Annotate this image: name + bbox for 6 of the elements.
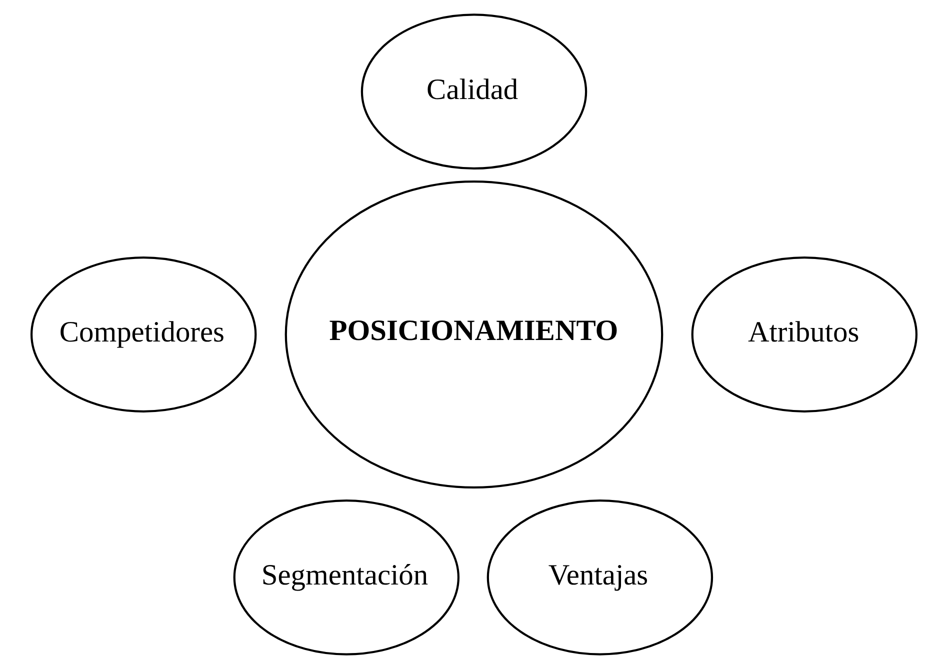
node-ellipse: Calidad [360, 14, 587, 170]
node-ellipse: Atributos [690, 256, 918, 412]
node-ellipse: Competidores [30, 256, 256, 412]
node-ellipse: Segmentación [232, 499, 460, 656]
node-ellipse: POSICIONAMIENTO [284, 180, 663, 488]
node-ellipse: Ventajas [486, 499, 713, 656]
